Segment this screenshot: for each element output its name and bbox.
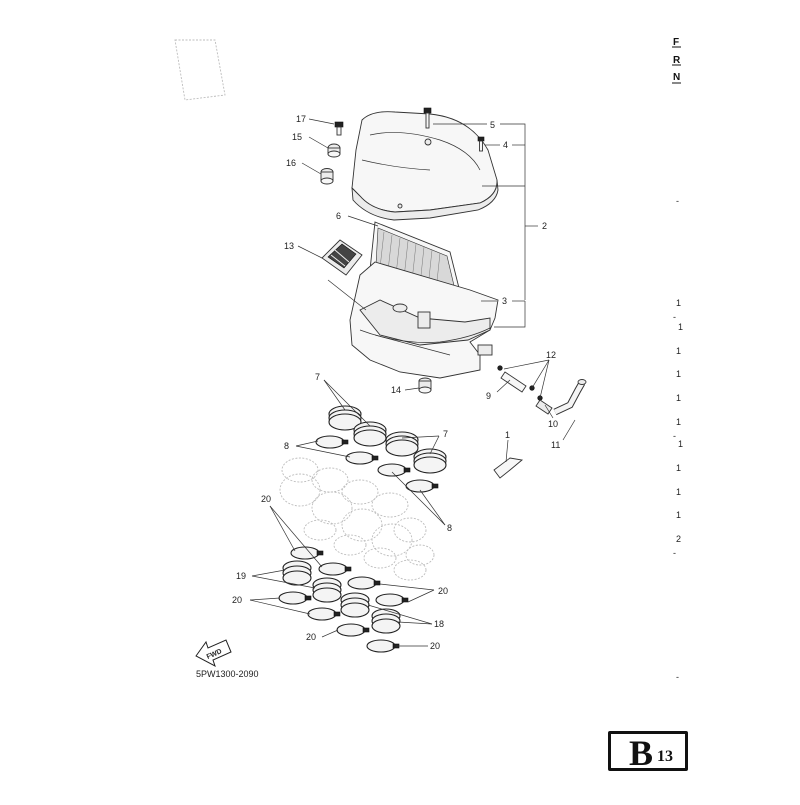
edge-mark: 1 [676, 346, 681, 356]
callout-2: 2 [542, 221, 547, 231]
callout-6: 6 [336, 211, 341, 221]
screw-4 [477, 136, 485, 152]
edge-letter-n: N [673, 72, 680, 83]
joints-and-clamps [278, 405, 447, 653]
edge-marks: - 1 - 1 1 1 1 1 - 1 1 1 1 2 - - [673, 196, 683, 682]
bracket-1 [493, 457, 524, 479]
edge-mark: 1 [676, 298, 681, 308]
callout-15: 15 [292, 132, 302, 142]
edge-mark: - [676, 196, 679, 206]
damper-14 [418, 377, 432, 394]
edge-letter-r: R [673, 55, 681, 66]
joint-18 [340, 592, 401, 634]
clamp-8 [315, 435, 439, 493]
callout-numbers: 17 15 16 5 4 2 6 13 3 14 12 9 10 11 1 7 … [232, 114, 560, 651]
callout-7-upper: 7 [315, 372, 320, 382]
figure-code: 5PW1300-2090 [196, 669, 259, 679]
edge-mark: - [673, 431, 676, 441]
callout-19: 19 [236, 571, 246, 581]
edge-mark: - [676, 672, 679, 682]
leader-lines [249, 118, 576, 647]
callout-7-right: 7 [443, 429, 448, 439]
bolt-5 [423, 107, 432, 129]
page-code-badge: B 13 [608, 731, 688, 773]
callout-5: 5 [490, 120, 495, 130]
callout-9: 9 [486, 391, 491, 401]
page-code-letter: B [629, 733, 654, 773]
callout-13: 13 [284, 241, 294, 251]
grommet-15 [327, 143, 341, 158]
callout-18: 18 [434, 619, 444, 629]
bolt-17 [334, 121, 344, 136]
edge-letters: F R N [672, 37, 681, 84]
callout-12: 12 [546, 350, 556, 360]
edge-mark: 2 [676, 534, 681, 544]
edge-mark: 1 [676, 463, 681, 473]
callout-14: 14 [391, 385, 401, 395]
callout-17: 17 [296, 114, 306, 124]
edge-mark: - [673, 312, 676, 322]
callout-20-e: 20 [430, 641, 440, 651]
edge-mark: 1 [676, 417, 681, 427]
edge-letter-f: F [673, 37, 679, 48]
air-filter-cover [174, 39, 499, 221]
collar-16 [320, 168, 334, 185]
fwd-arrow: FWD [195, 639, 232, 668]
page-code-number: 13 [657, 748, 673, 765]
edge-mark: 1 [678, 439, 683, 449]
edge-mark: 1 [678, 322, 683, 332]
edge-mark: - [673, 548, 676, 558]
callout-1: 1 [505, 430, 510, 440]
clamp-20-upper [290, 546, 409, 607]
callout-16: 16 [286, 158, 296, 168]
edge-mark: 1 [676, 393, 681, 403]
edge-mark: 1 [676, 510, 681, 520]
callout-20-b: 20 [232, 595, 242, 605]
callout-4: 4 [503, 140, 508, 150]
callout-20-c: 20 [438, 586, 448, 596]
callout-8-right: 8 [447, 523, 452, 533]
faint-background-part [174, 39, 226, 101]
callout-20-d: 20 [306, 632, 316, 642]
joint-19 [282, 560, 342, 603]
part-13 [321, 239, 363, 276]
clamp-20-lower [278, 591, 400, 653]
edge-mark: 1 [676, 369, 681, 379]
throttle-bodies-outline [279, 457, 435, 581]
callout-11: 11 [551, 440, 560, 450]
callout-20-a: 20 [261, 494, 271, 504]
callout-10: 10 [548, 419, 558, 429]
breather-hose-assembly [497, 365, 587, 416]
edge-mark: 1 [676, 487, 681, 497]
air-filter-case [349, 261, 499, 379]
callout-3: 3 [502, 296, 507, 306]
joint-7 [328, 405, 447, 474]
callout-8-left: 8 [284, 441, 289, 451]
